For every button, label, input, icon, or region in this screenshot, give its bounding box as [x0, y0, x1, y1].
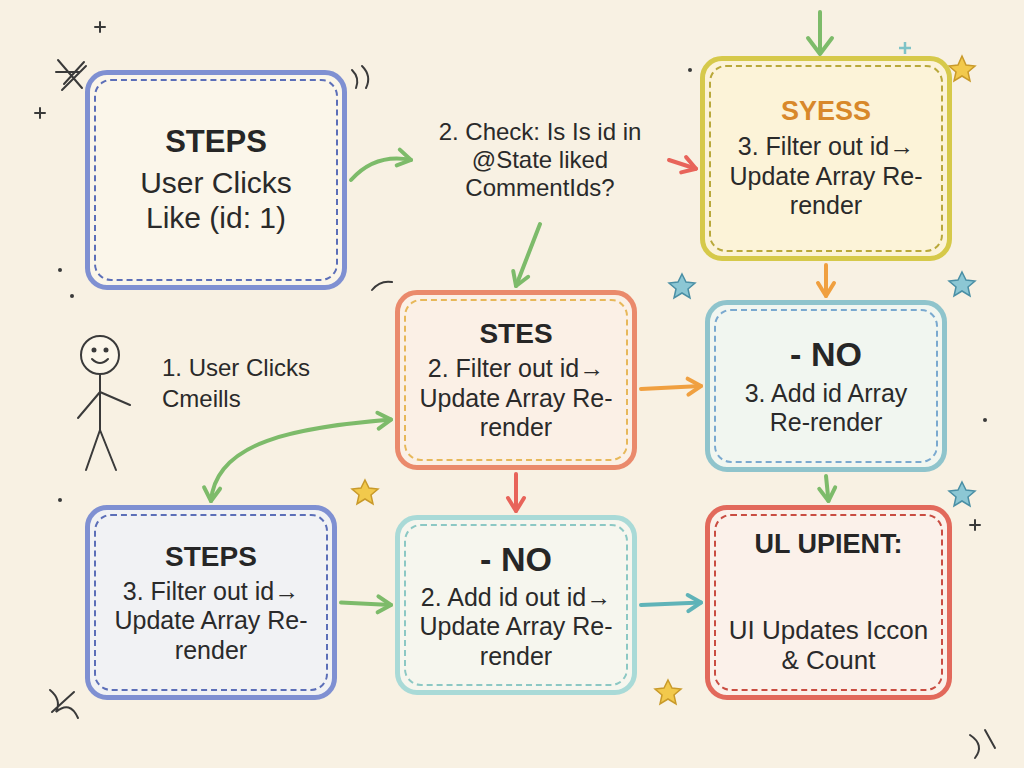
- incoming-arrow: [818, 12, 822, 50]
- connector-line: [641, 603, 701, 606]
- star: [669, 274, 695, 298]
- box-text: 3. Filter out id→ Update Array Re-render: [719, 132, 933, 221]
- arrowhead: [508, 498, 524, 511]
- motion-marks: [372, 282, 392, 290]
- arrowhead: [204, 487, 220, 501]
- motion-marks: [352, 66, 368, 88]
- connector-line: [341, 603, 391, 606]
- dot: [58, 498, 62, 502]
- box-heading: STEPS: [165, 124, 267, 161]
- dot: [70, 294, 74, 298]
- arrowhead: [513, 271, 528, 286]
- arrowhead: [377, 413, 391, 429]
- connector: [508, 474, 524, 511]
- connector: [341, 596, 391, 612]
- box-text: 2. Filter out id→ Update Array Re-render: [414, 354, 618, 443]
- box-heading: - NO: [790, 334, 862, 374]
- box-text: User Clicks Like (id: 1): [124, 165, 309, 236]
- start-box: STEPS User Clicks Like (id: 1): [85, 70, 347, 290]
- dot: [58, 268, 62, 272]
- sparkle: [35, 108, 45, 118]
- connector-line: [641, 386, 701, 389]
- figure-head: [81, 336, 119, 374]
- arrowhead: [378, 596, 391, 612]
- arrowhead: [819, 487, 835, 501]
- connector: [669, 157, 696, 172]
- blue-stars: [669, 272, 975, 506]
- box-heading: UL UPIENT:: [754, 529, 902, 561]
- figure-smile: [92, 359, 108, 363]
- arrowhead: [688, 595, 701, 611]
- ui-update-box: UL UPIENT: UI Updates Iccon & Count: [705, 505, 952, 700]
- sparkle: [899, 42, 911, 54]
- arrowhead: [818, 283, 834, 296]
- star: [655, 680, 681, 704]
- arrowhead: [681, 157, 696, 172]
- connector: [204, 413, 391, 501]
- star: [949, 482, 975, 506]
- scribble: [56, 60, 86, 90]
- connector-line: [211, 420, 391, 501]
- dot: [688, 68, 692, 72]
- box-heading: - NO: [480, 539, 552, 579]
- figure-body: [99, 374, 101, 430]
- box-heading: SYESS: [781, 96, 871, 128]
- arrowhead: [397, 150, 411, 166]
- connector: [818, 265, 834, 296]
- yes-box: SYESS 3. Filter out id→ Update Array Re-r…: [700, 56, 952, 261]
- star: [949, 272, 975, 296]
- figure-eye: [93, 349, 96, 352]
- dot: [983, 418, 987, 422]
- box-text: 2. Check: Is Is id in @State liked Comme…: [429, 118, 651, 203]
- figure-caption: 1. User Clicks Cmeills: [158, 350, 316, 416]
- star: [352, 480, 378, 504]
- star: [949, 56, 975, 81]
- sparkle: [970, 520, 980, 530]
- process-box: STEPS 3. Filter out id→ Update Array Re-r…: [85, 505, 337, 700]
- box-text: 3. Add id Array Re-render: [724, 379, 928, 438]
- stars: [352, 56, 975, 704]
- sparkle: [95, 22, 105, 32]
- incoming-arrowhead: [808, 38, 832, 54]
- figure-eye: [105, 349, 108, 352]
- box-text: UI Updates Iccon & Count: [724, 615, 933, 676]
- figure-arms: [78, 392, 130, 418]
- scribbles: [35, 22, 995, 758]
- connector: [351, 150, 411, 180]
- no-box: - NO 3. Add id Array Re-render: [705, 300, 947, 472]
- process-box: STES 2. Filter out id→ Update Array Re-re…: [395, 290, 637, 470]
- decision-text: 2. Check: Is Is id in @State liked Comme…: [415, 100, 665, 220]
- box-text: 3. Filter out id→ Update Array Re-render: [104, 577, 318, 666]
- scribble: [970, 730, 995, 758]
- arrowhead: [688, 379, 701, 395]
- box-heading: STEPS: [165, 540, 257, 573]
- stick-figure: [78, 336, 130, 470]
- connector: [819, 476, 835, 501]
- scribble: [50, 690, 78, 718]
- connector: [641, 379, 701, 395]
- box-text: 2. Add id out id→ Update Array Re-render: [414, 583, 618, 672]
- connector: [513, 224, 540, 286]
- no-box: - NO2. Add id out id→ Update Array Re-re…: [395, 515, 637, 695]
- connector: [641, 595, 701, 611]
- dots: [58, 68, 987, 502]
- box-heading: STES: [479, 317, 552, 350]
- figure-legs: [86, 430, 116, 470]
